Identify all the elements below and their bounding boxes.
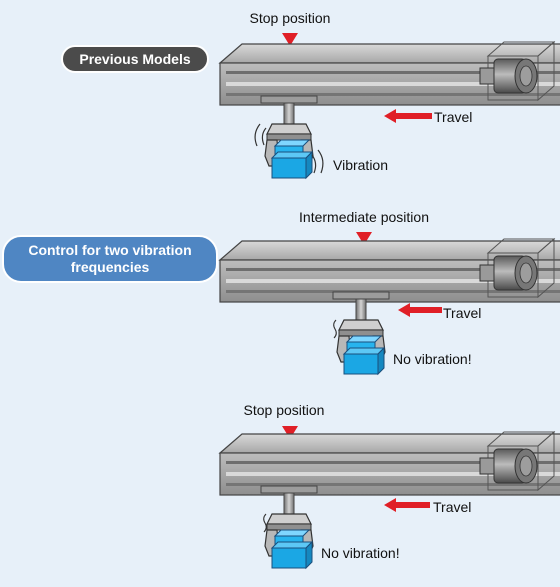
- vibration-label: Vibration: [333, 157, 388, 173]
- stop-position-label: Stop position: [250, 10, 331, 26]
- gripper-assembly: [332, 291, 390, 375]
- control-label-line-1: Control for two vibration: [28, 242, 191, 258]
- section-previous-models: Previous Models Stop position: [61, 10, 560, 179]
- position-marker-icon: [356, 232, 372, 245]
- travel-label: Travel: [434, 109, 472, 125]
- control-label-line-2: frequencies: [71, 259, 150, 275]
- intermediate-position-label: Intermediate position: [299, 209, 429, 225]
- vibration-wave-icon: [263, 513, 267, 533]
- vibration-wave-icon: [333, 319, 337, 339]
- stop-position-label: Stop position: [244, 402, 325, 418]
- travel-label: Travel: [443, 305, 481, 321]
- gripper-assembly: [260, 485, 318, 569]
- position-marker-icon: [282, 33, 298, 46]
- red-left-arrow-icon: [384, 109, 432, 123]
- previous-models-label: Previous Models: [79, 51, 190, 67]
- control-badge: Control for two vibration frequencies: [2, 235, 218, 283]
- section-two-frequency-control: Control for two vibration frequencies In…: [2, 209, 560, 375]
- no-vibration-label: No vibration!: [393, 351, 472, 367]
- no-vibration-label: No vibration!: [321, 545, 400, 561]
- position-marker-icon: [282, 426, 298, 439]
- vibration-wave-icon: [254, 123, 324, 174]
- red-left-arrow-icon: [384, 498, 430, 512]
- previous-models-badge: Previous Models: [61, 45, 209, 73]
- gripper-assembly: [260, 95, 318, 179]
- section-stop-position: Stop position Travel No vibration!: [219, 402, 560, 569]
- travel-label: Travel: [433, 499, 471, 515]
- red-left-arrow-icon: [398, 303, 442, 317]
